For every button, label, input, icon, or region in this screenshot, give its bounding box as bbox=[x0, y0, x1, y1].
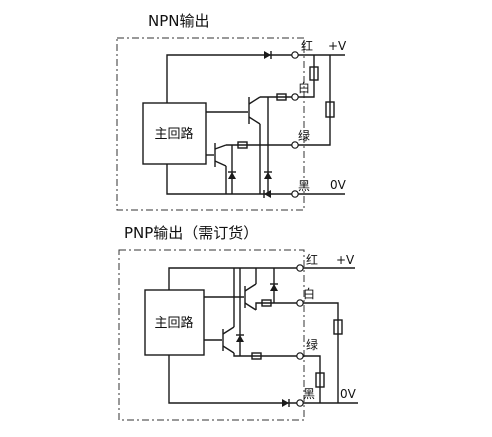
pnp-diode-a bbox=[236, 335, 244, 342]
npn-main-circuit-box bbox=[142, 102, 207, 165]
npn-sensor-boundary bbox=[116, 37, 305, 211]
pnp-red-terminal bbox=[296, 264, 304, 272]
pnp-ground-line bbox=[168, 355, 300, 404]
pnp-green-terminal bbox=[296, 352, 304, 360]
npn-0v-label: 0V bbox=[330, 178, 347, 192]
pnp-green-label: 绿 bbox=[306, 337, 318, 352]
pnp-white-label: 白 bbox=[303, 286, 315, 301]
npn-supply-diode bbox=[264, 51, 271, 59]
pnp-red-label: 红 bbox=[306, 252, 318, 267]
pnp-main-circuit-label: 主回路 bbox=[154, 315, 193, 331]
pnp-white-load-line bbox=[303, 302, 339, 403]
pnp-q1-emitter bbox=[244, 283, 257, 292]
npn-diode-b bbox=[264, 172, 272, 179]
npn-vplus-label: +V bbox=[328, 39, 347, 53]
pnp-main-circuit-box bbox=[144, 289, 205, 356]
pnp-sensor-boundary bbox=[118, 249, 305, 421]
pnp-ground-diode bbox=[282, 399, 289, 407]
npn-supply-line bbox=[166, 54, 295, 103]
pnp-q2-collector bbox=[222, 345, 235, 354]
pnp-diagram: PNP输出（需订货） 主回路 bbox=[118, 224, 358, 421]
npn-white-label: 白 bbox=[298, 80, 310, 95]
pnp-green-resistor bbox=[251, 352, 262, 360]
npn-green-resistor bbox=[237, 141, 248, 149]
pnp-green-load bbox=[315, 372, 325, 388]
npn-green-load-line bbox=[298, 55, 331, 146]
pnp-0v-label: 0V bbox=[340, 387, 357, 401]
npn-title: NPN输出 bbox=[148, 12, 210, 30]
npn-diode-a bbox=[228, 172, 236, 179]
pnp-green-line bbox=[233, 353, 300, 357]
pnp-diode-b bbox=[270, 284, 278, 291]
npn-red-terminal bbox=[291, 51, 299, 59]
pnp-black-label: 黑 bbox=[303, 387, 315, 401]
pnp-q1-collector bbox=[244, 302, 257, 311]
pnp-title: PNP输出（需订货） bbox=[124, 224, 258, 242]
npn-white-resistor bbox=[276, 93, 287, 101]
pnp-vplus-label: +V bbox=[336, 253, 355, 267]
npn-q1-collector bbox=[248, 96, 261, 105]
npn-black-label: 黑 bbox=[298, 179, 310, 193]
npn-white-load-line bbox=[298, 55, 315, 98]
npn-red-label: 红 bbox=[301, 38, 313, 53]
npn-q2-collector bbox=[214, 144, 227, 150]
pnp-white-load bbox=[333, 319, 343, 335]
npn-ground-line bbox=[166, 164, 295, 195]
npn-main-circuit-label: 主回路 bbox=[154, 126, 193, 142]
npn-green-load bbox=[325, 101, 335, 118]
npn-q2-emitter bbox=[214, 160, 227, 167]
npn-q1-emitter bbox=[248, 116, 261, 125]
pnp-q2-emitter bbox=[222, 326, 235, 335]
pnp-white-resistor bbox=[261, 299, 272, 307]
pnp-white-line bbox=[255, 302, 300, 310]
npn-green-label: 绿 bbox=[298, 128, 310, 143]
npn-white-load bbox=[309, 66, 319, 81]
npn-diagram: NPN输出 主回路 bbox=[116, 12, 347, 211]
